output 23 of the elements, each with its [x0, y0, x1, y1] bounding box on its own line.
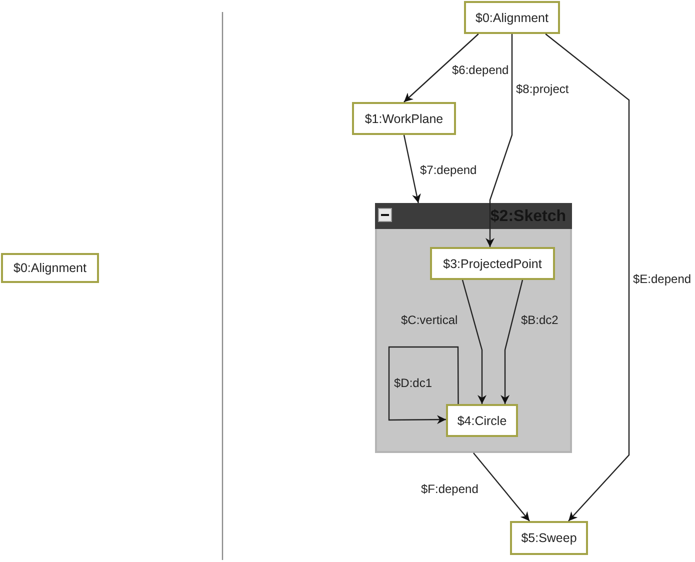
- edge-label: $6:depend: [452, 63, 509, 77]
- arrow: [404, 34, 479, 102]
- object-box: $1:WorkPlane: [352, 102, 456, 135]
- object-box: $0:Alignment: [1, 253, 99, 283]
- edge-label: $C:vertical: [401, 313, 458, 327]
- edge-label: $7:depend: [420, 163, 477, 177]
- object-box: $0:Alignment: [464, 1, 560, 34]
- edge-label: $D:dc1: [394, 376, 432, 390]
- arrow: [473, 452, 530, 522]
- arrow: [388, 346, 459, 424]
- edge-label: $B:dc2: [521, 313, 558, 327]
- object-box: $3:ProjectedPoint: [430, 247, 555, 280]
- object-box: $5:Sweep: [510, 521, 588, 555]
- edge-label: $8:project: [516, 82, 569, 96]
- object-box: $4:Circle: [446, 404, 518, 437]
- arrow: [403, 134, 421, 204]
- arrow: [462, 280, 486, 404]
- group-panel: [375, 203, 572, 453]
- arrow: [500, 280, 524, 404]
- edge-label: $E:depend: [633, 272, 692, 286]
- arrow: [545, 34, 630, 522]
- arrow: [486, 34, 513, 247]
- edge-label: $F:depend: [421, 482, 478, 496]
